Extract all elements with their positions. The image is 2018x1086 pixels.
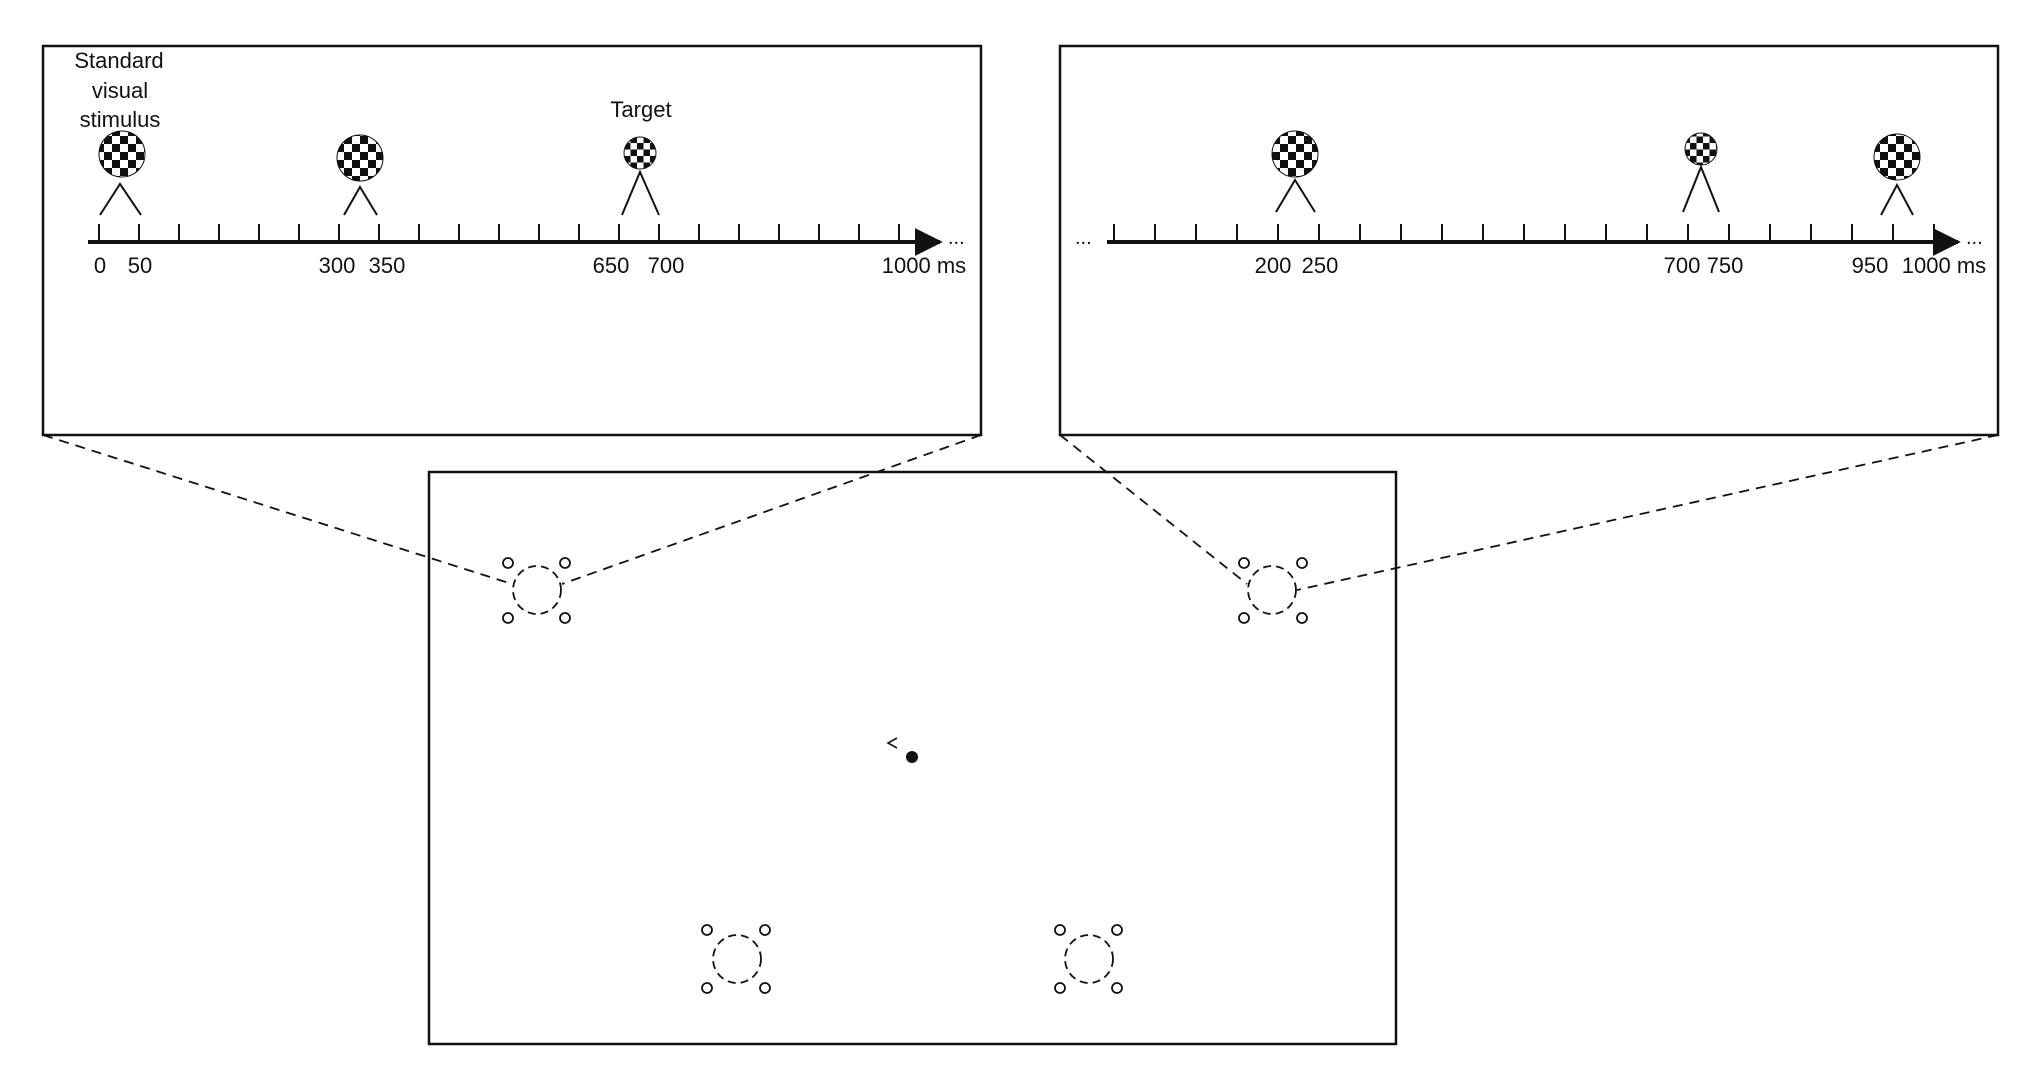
zoom-connector-lines <box>42 434 1999 591</box>
standard-stimulus-label-1: Standard <box>74 48 163 73</box>
right-axis-ellipsis-end: ... <box>1966 227 1983 249</box>
tick-label: 50 <box>128 253 152 278</box>
checkerboard-stimulus-icon <box>1682 132 1720 213</box>
checkerboard-stimulus-icon <box>1271 130 1319 213</box>
speaker-ring-icon <box>1238 557 1308 624</box>
right-axis-ellipsis-start: ... <box>1075 227 1092 249</box>
tick-label: 700 <box>648 253 685 278</box>
checkerboard-stimulus-icon <box>336 134 384 216</box>
checkerboard-stimulus-icon <box>621 136 660 216</box>
left-axis-ticks <box>98 224 900 242</box>
tick-label: 1000 ms <box>882 253 966 278</box>
left-timeline-panel <box>41 44 983 437</box>
speaker-ring-icon <box>502 557 571 624</box>
experiment-room <box>427 470 1398 1046</box>
standard-stimulus-label-3: stimulus <box>80 107 161 132</box>
tick-label: 1000 ms <box>1902 253 1986 278</box>
tick-label: 0 <box>94 253 106 278</box>
standard-stimulus-label-2: visual <box>92 78 148 103</box>
checkerboard-stimulus-icon <box>1873 133 1921 216</box>
tick-label: 650 <box>593 253 630 278</box>
target-label: Target <box>610 97 671 122</box>
speaker-ring-icon <box>1054 924 1123 994</box>
tick-label: 200 <box>1255 253 1292 278</box>
tick-label: 700 <box>1664 253 1701 278</box>
checkerboard-stimulus-icon <box>98 130 146 216</box>
tick-label: 950 <box>1852 253 1889 278</box>
tick-label: 250 <box>1302 253 1339 278</box>
tick-label: 300 <box>319 253 356 278</box>
speaker-ring-icon <box>701 924 771 994</box>
right-axis-ticks <box>1113 224 1935 242</box>
tick-label: 350 <box>369 253 406 278</box>
tick-label: 750 <box>1707 253 1744 278</box>
fixation-dot-icon <box>886 737 918 763</box>
right-timeline-panel <box>1058 44 2000 437</box>
left-axis-ellipsis: ... <box>948 227 965 249</box>
